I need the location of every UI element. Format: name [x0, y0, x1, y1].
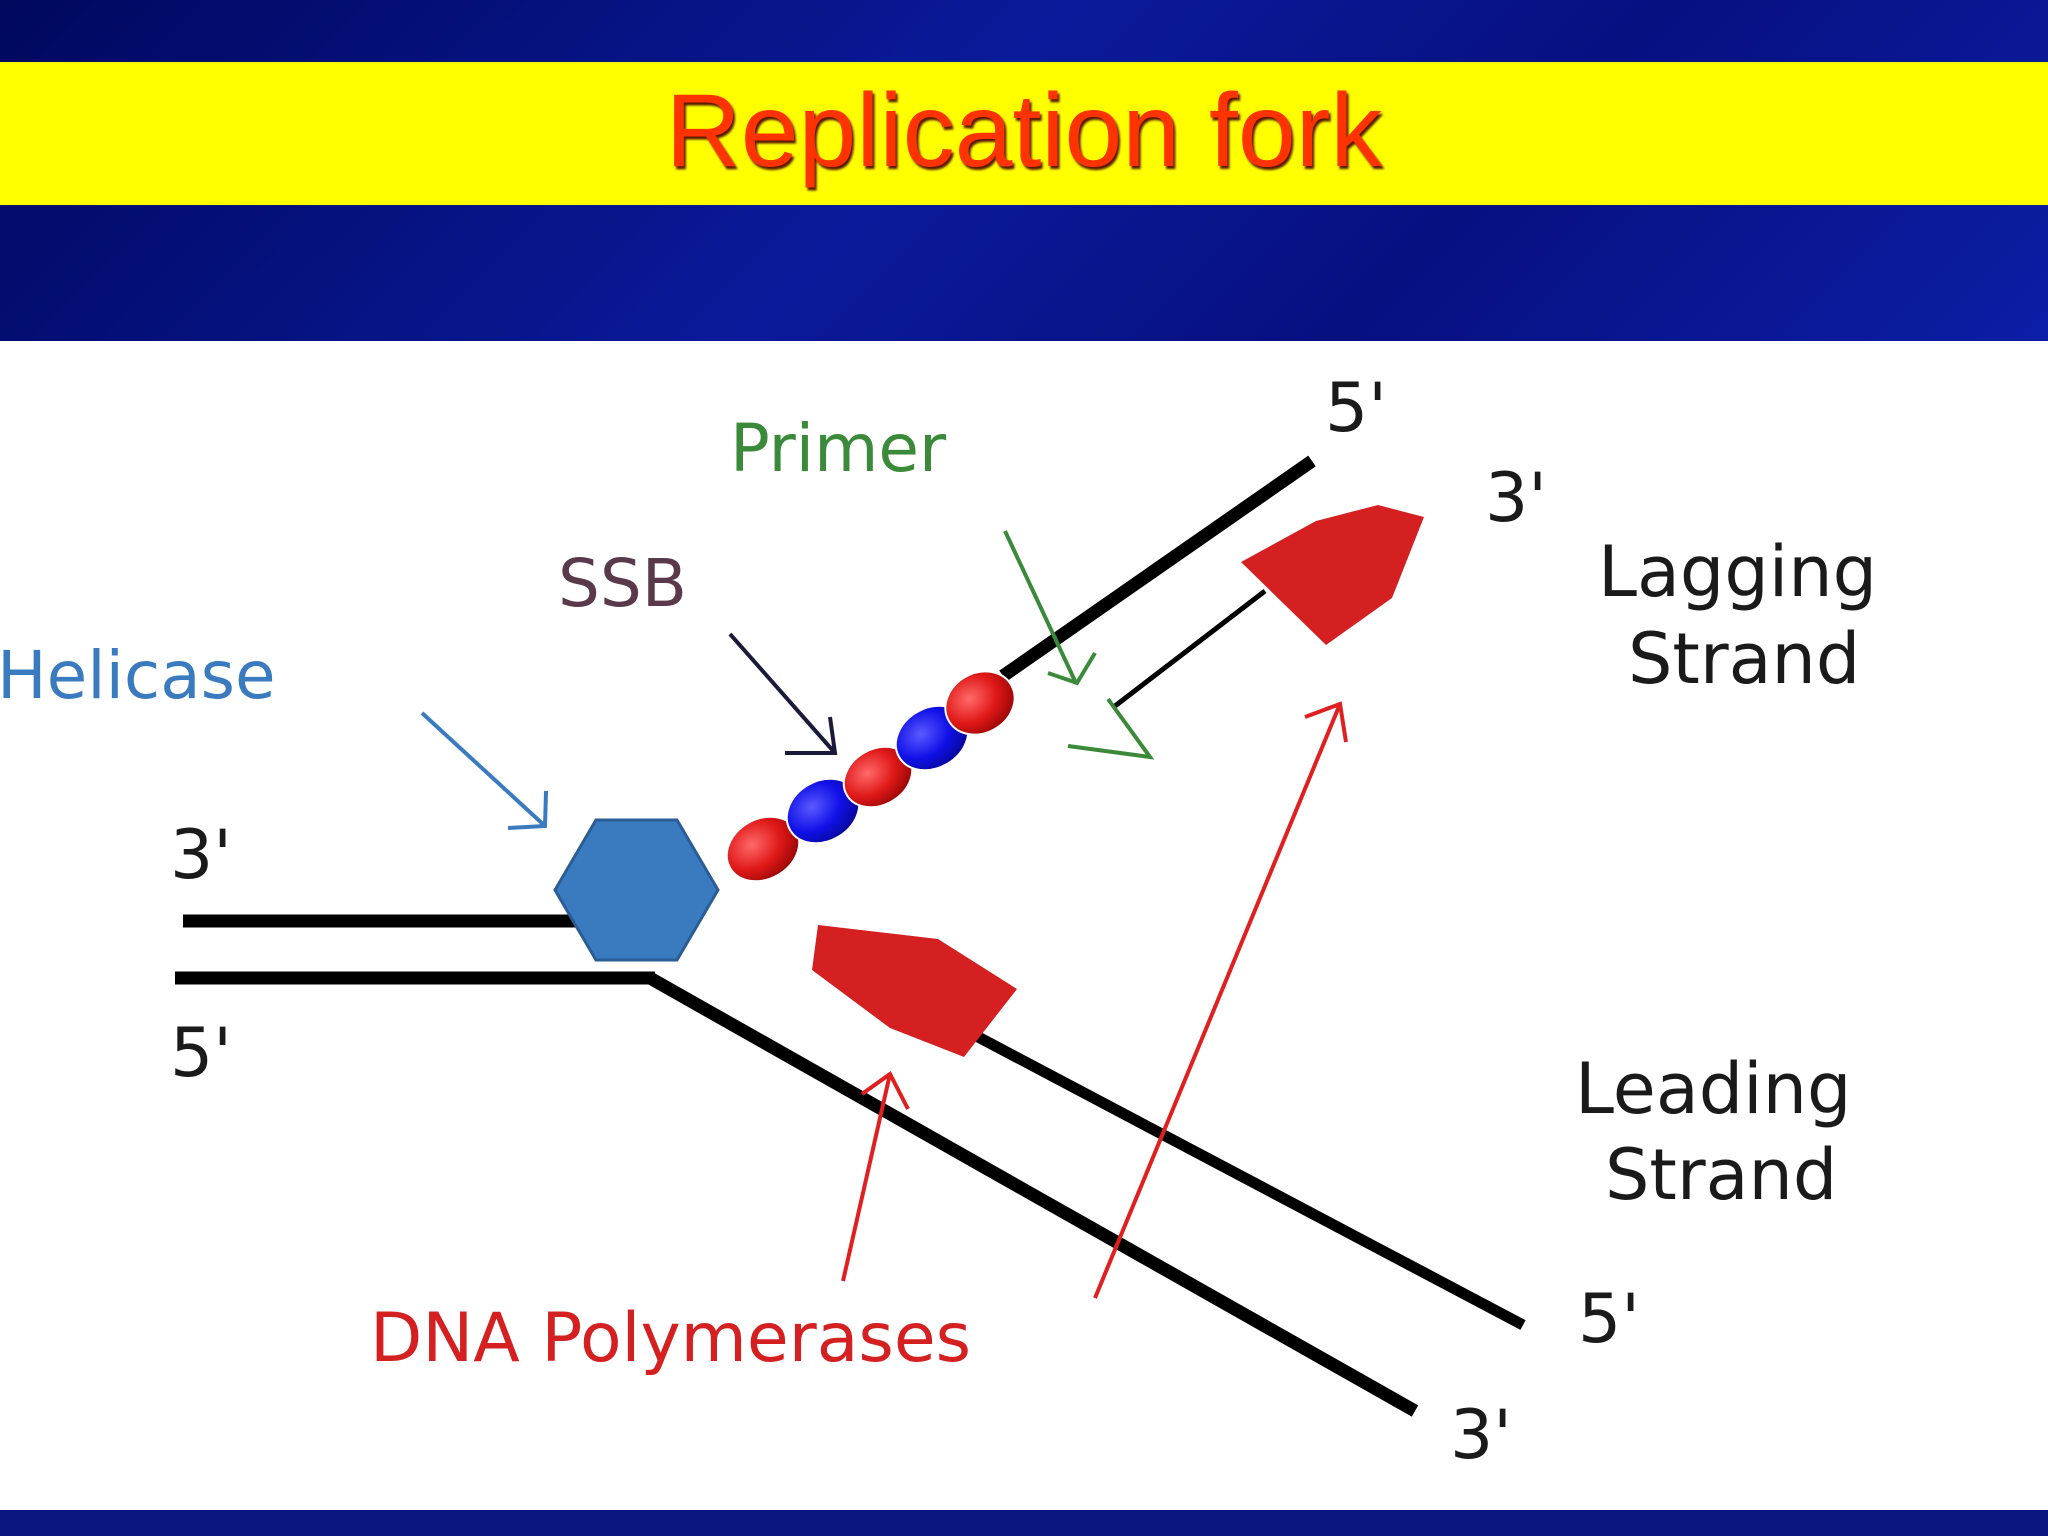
primer-arrow [1003, 530, 1155, 760]
title-band: Replication fork [0, 62, 2048, 205]
end-label-left-top: 3' [170, 816, 232, 895]
leading-strand-label-line1: Leading [1575, 1048, 1851, 1130]
bottom-band [0, 1510, 2048, 1536]
leading-strand-label-line2: Strand [1605, 1134, 1837, 1216]
lagging-polymerase [1241, 505, 1424, 645]
leading-new-strand [962, 1025, 1526, 1330]
dna-polymerases-label: DNA Polymerases [370, 1299, 971, 1378]
helicase-label: Helicase [0, 637, 276, 714]
ssb-arrow [728, 632, 838, 755]
lagging-strand-label-line1: Lagging [1598, 531, 1877, 613]
end-label-left-bottom: 5' [170, 1014, 232, 1093]
ssb-protein [944, 670, 1016, 736]
end-label-lagging-new: 3' [1485, 459, 1547, 538]
end-label-leading-new: 5' [1578, 1280, 1640, 1359]
lagging-strand-label-line2: Strand [1628, 618, 1860, 700]
polymerase-arrows [841, 701, 1348, 1299]
ssb-label: SSB [558, 545, 687, 622]
end-label-leading-template: 3' [1450, 1396, 1512, 1475]
leading-template-strand [646, 972, 1419, 1417]
helicase-hexagon [553, 818, 720, 962]
slide-title: Replication fork [665, 72, 1383, 189]
leading-polymerase [812, 925, 1017, 1057]
lagging-new-fragment [1113, 589, 1267, 708]
replication-fork-diagram: Helicase SSB Primer DNA Polymerases Lagg… [0, 341, 2048, 1510]
primer-label: Primer [730, 410, 947, 487]
end-label-lagging-template: 5' [1325, 369, 1387, 448]
helicase-arrow [420, 711, 548, 830]
